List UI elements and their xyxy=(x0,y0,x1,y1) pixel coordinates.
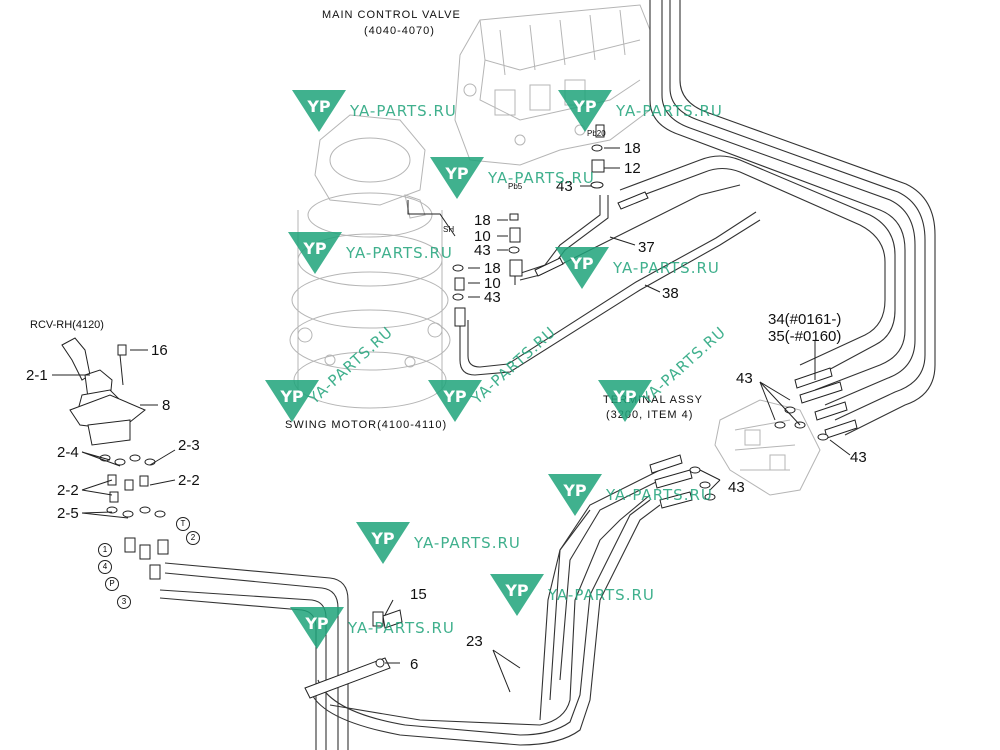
watermark: YP YA-PARTS.RU xyxy=(356,520,521,566)
port-pb5: Pb5 xyxy=(508,182,523,191)
watermark-logo-icon: YP xyxy=(558,90,612,132)
callout-43b: 43 xyxy=(474,242,491,259)
callout-43d: 43 xyxy=(736,370,753,387)
callout-16: 16 xyxy=(151,342,168,359)
watermark: YP YA-PARTS.RU xyxy=(428,323,581,424)
pipe-bundle-upper xyxy=(619,0,936,436)
watermark-logo-icon: YP xyxy=(288,232,342,274)
port-circle-T: T xyxy=(176,517,190,531)
svg-text:YP: YP xyxy=(442,387,467,406)
swing-motor-title: SWING MOTOR(4100-4110) xyxy=(285,419,448,431)
port-circle-4: 4 xyxy=(98,560,112,574)
watermark: YP YA-PARTS.RU xyxy=(598,323,751,424)
svg-text:YP: YP xyxy=(304,614,329,633)
watermark-logo-icon: YP xyxy=(292,90,346,132)
watermark-logo-icon: YP xyxy=(555,247,609,289)
callout-2-2a: 2-2 xyxy=(57,482,79,499)
watermark: YP YA-PARTS.RU xyxy=(288,230,453,276)
watermark-logo-icon: YP xyxy=(430,157,484,199)
callout-23: 23 xyxy=(466,633,483,650)
watermark: YP YA-PARTS.RU xyxy=(490,572,655,618)
port-circle-P: P xyxy=(105,577,119,591)
callout-43c: 43 xyxy=(484,289,501,306)
watermark: YP YA-PARTS.RU xyxy=(265,323,418,424)
callout-43f: 43 xyxy=(728,479,745,496)
watermark: YP YA-PARTS.RU xyxy=(292,88,457,134)
main-control-valve-range: (4040-4070) xyxy=(364,25,435,37)
callout-37: 37 xyxy=(638,239,655,256)
callout-18a: 18 xyxy=(624,140,641,157)
svg-text:YP: YP xyxy=(569,254,594,273)
port-circle-1: 1 xyxy=(98,543,112,557)
terminal-assy-title: TERMINAL ASSY xyxy=(603,394,704,406)
watermark-logo-icon: YP xyxy=(356,522,410,564)
svg-text:YP: YP xyxy=(279,387,304,406)
watermark-logo-icon: YP xyxy=(548,474,602,516)
svg-text:YP: YP xyxy=(370,529,395,548)
callout-2-3: 2-3 xyxy=(178,437,200,454)
port-circle-3: 3 xyxy=(117,595,131,609)
callout-8: 8 xyxy=(162,397,171,414)
svg-text:YP: YP xyxy=(504,581,529,600)
callout-15: 15 xyxy=(410,586,427,603)
watermark-logo-icon: YP xyxy=(265,380,319,422)
sh-leader xyxy=(407,200,456,237)
watermark-logo-icon: YP xyxy=(490,574,544,616)
callout-10a: 10 xyxy=(474,228,491,245)
watermark: YP YA-PARTS.RU xyxy=(555,245,720,291)
watermark: YP YA-PARTS.RU xyxy=(548,472,713,518)
terminal-assy-ref: (3200, ITEM 4) xyxy=(606,409,694,421)
callout-12: 12 xyxy=(624,160,641,177)
callout-43a: 43 xyxy=(556,178,573,195)
callout-6: 6 xyxy=(410,656,419,673)
main-control-valve-title: MAIN CONTROL VALVE xyxy=(322,9,461,21)
callout-2-1: 2-1 xyxy=(26,367,48,384)
callout-2-4: 2-4 xyxy=(57,444,79,461)
rcv-title: RCV-RH(4120) xyxy=(30,319,104,331)
callout-10b: 10 xyxy=(484,275,501,292)
port-sh: SH xyxy=(443,225,455,234)
callout-34: 34(#0161-) xyxy=(768,311,842,328)
watermark-logo-icon: YP xyxy=(428,380,482,422)
watermark: YP YA-PARTS.RU xyxy=(558,88,723,134)
watermark: YP YA-PARTS.RU xyxy=(290,605,455,651)
callout-2-2b: 2-2 xyxy=(178,472,200,489)
callout-2-5: 2-5 xyxy=(57,505,79,522)
svg-text:YP: YP xyxy=(562,481,587,500)
callout-43e: 43 xyxy=(850,449,867,466)
main-control-valve-drawing xyxy=(454,4,651,166)
callout-18b: 18 xyxy=(474,212,491,229)
svg-text:YP: YP xyxy=(612,387,637,406)
callout-38: 38 xyxy=(662,285,679,302)
terminal-assy-drawing xyxy=(714,399,821,496)
callout-18c: 18 xyxy=(484,260,501,277)
svg-text:YP: YP xyxy=(572,97,597,116)
rcv-joystick-drawing xyxy=(61,337,169,580)
svg-text:YP: YP xyxy=(444,164,469,183)
leader-lines xyxy=(52,147,851,693)
watermark: YP YA-PARTS.RU xyxy=(430,155,595,201)
callout-35: 35(-#0160) xyxy=(768,328,842,345)
svg-text:YP: YP xyxy=(306,97,331,116)
port-pb20: Pb20 xyxy=(587,129,606,138)
svg-text:YP: YP xyxy=(302,239,327,258)
watermark-logo-icon: YP xyxy=(598,380,652,422)
pipe-bundle-23 xyxy=(159,469,661,750)
port-circle-2: 2 xyxy=(186,531,200,545)
watermark-logo-icon: YP xyxy=(290,607,344,649)
